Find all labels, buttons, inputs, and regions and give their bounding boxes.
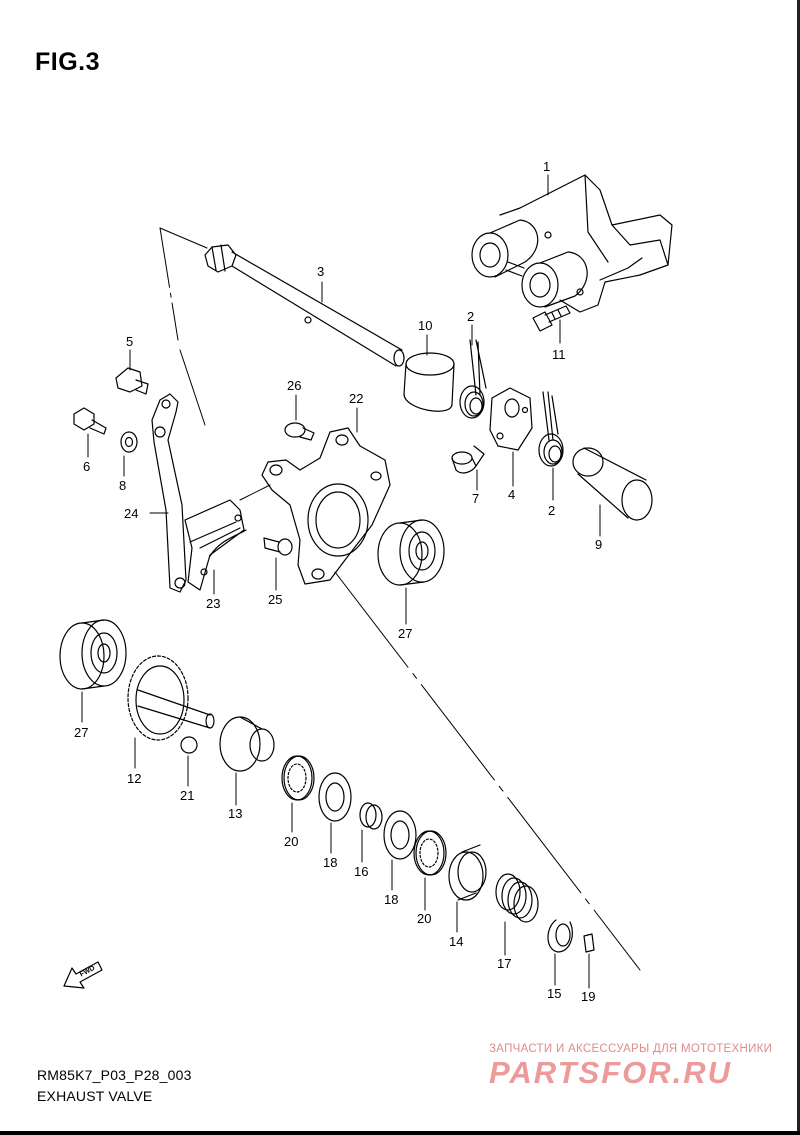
diagram-model-code: RM85K7_P03_P28_003 <box>37 1067 192 1083</box>
part-3-valve-shaft <box>204 244 405 367</box>
part-6-bolt <box>73 407 107 435</box>
leader-lines <box>81 174 601 989</box>
part-20-thrust-bearing-a <box>281 755 315 801</box>
label-part-12: 12 <box>127 771 141 786</box>
part-24-lever-arm <box>151 393 187 593</box>
label-part-11: 11 <box>552 347 566 362</box>
part-2-spring-lower <box>538 391 564 467</box>
label-part-23: 23 <box>206 596 220 611</box>
part-16-ring <box>359 802 383 830</box>
part-26-screw <box>284 422 315 441</box>
watermark-logo: PARTSFOR.RU <box>489 1055 733 1090</box>
part-13-flanged-sleeve <box>219 716 275 772</box>
part-18-washer-a <box>318 772 352 822</box>
assembly-guide-lines <box>159 227 641 971</box>
label-part-16: 16 <box>354 864 368 879</box>
figure-title: FIG.3 <box>35 48 101 76</box>
right-border <box>797 0 800 1135</box>
label-part-6: 6 <box>83 459 90 474</box>
label-part-27-left: 27 <box>74 725 88 740</box>
part-14-spring-seat <box>448 844 487 901</box>
part-20-thrust-bearing-b <box>413 830 447 876</box>
label-part-20-a: 20 <box>284 834 298 849</box>
label-part-21: 21 <box>180 788 194 803</box>
part-27-bearing-left <box>59 619 127 690</box>
part-25-screw <box>263 537 293 556</box>
part-21-ball <box>180 736 198 754</box>
part-2-spring-upper <box>459 339 487 419</box>
label-part-24: 24 <box>124 506 138 521</box>
fwd-arrow-icon: FWD <box>63 961 103 989</box>
part-10-collar <box>403 352 455 412</box>
label-part-20-b: 20 <box>417 911 431 926</box>
label-part-10: 10 <box>418 318 432 333</box>
part-4-lever-block <box>489 387 533 451</box>
part-8-washer <box>120 431 138 453</box>
part-23-clamp <box>184 499 247 591</box>
label-part-14: 14 <box>449 934 463 949</box>
part-1-valve-body <box>471 174 673 313</box>
label-part-2-lower: 2 <box>548 503 555 518</box>
part-number-labels: 1 3 2 10 11 5 26 22 6 8 7 4 2 24 9 23 25… <box>74 159 602 1004</box>
part-27-bearing-right <box>377 519 445 586</box>
label-part-5: 5 <box>126 334 133 349</box>
part-18-washer-b <box>383 810 417 860</box>
label-part-9: 9 <box>595 537 602 552</box>
part-19-pin <box>583 933 595 953</box>
part-7-screw <box>451 445 485 474</box>
label-part-26: 26 <box>287 378 301 393</box>
label-part-3: 3 <box>317 264 324 279</box>
part-11-screw <box>532 305 571 332</box>
label-part-25: 25 <box>268 592 282 607</box>
label-part-15: 15 <box>547 986 561 1001</box>
label-part-18-b: 18 <box>384 892 398 907</box>
part-22-bracket-plate <box>261 427 391 585</box>
part-5-bolt <box>115 367 149 395</box>
part-12-gear <box>127 655 215 741</box>
diagram-section-name: EXHAUST VALVE <box>37 1088 153 1104</box>
label-part-17: 17 <box>497 956 511 971</box>
bottom-border <box>0 1131 800 1135</box>
part-15-circlip <box>547 919 573 953</box>
label-part-19: 19 <box>581 989 595 1004</box>
label-part-4: 4 <box>508 487 515 502</box>
label-part-22: 22 <box>349 391 363 406</box>
label-part-7: 7 <box>472 491 479 506</box>
watermark-tagline: ЗАПЧАСТИ И АКСЕССУАРЫ ДЛЯ МОТОТЕХНИКИ <box>489 1043 773 1055</box>
label-part-2-upper: 2 <box>467 309 474 324</box>
label-part-27-right: 27 <box>398 626 412 641</box>
label-part-13: 13 <box>228 806 242 821</box>
part-17-coil-spring <box>495 873 539 923</box>
label-part-8: 8 <box>119 478 126 493</box>
part-9-pipe <box>572 447 653 521</box>
label-part-18-a: 18 <box>323 855 337 870</box>
label-part-1: 1 <box>543 159 550 174</box>
